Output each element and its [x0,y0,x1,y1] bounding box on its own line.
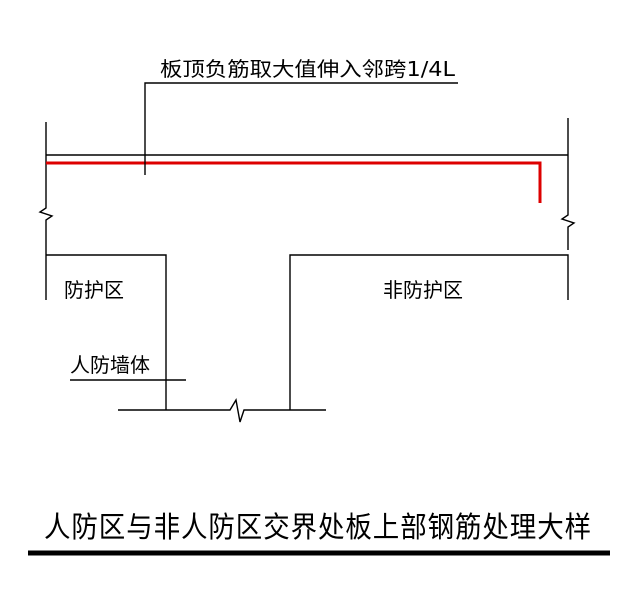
wall-base-break-line [118,398,326,423]
unprotected-zone-label: 非防护区 [383,278,463,302]
rebar-note-label: 板顶负筋取大值伸入邻跨1/4L [160,57,456,81]
protected-zone-label: 防护区 [64,278,124,302]
unprotected-slab-bottom-line [289,254,569,410]
drawing-title: 人防区与非人防区交界处板上部钢筋处理大样 [44,510,592,544]
slab-right-break-line [560,118,576,250]
protected-slab-bottom-line [46,254,167,410]
rebar-note-leader [144,82,458,175]
top-rebar [46,161,542,203]
slab-left-break-line [38,122,54,250]
wall-label: 人防墙体 [70,353,150,377]
